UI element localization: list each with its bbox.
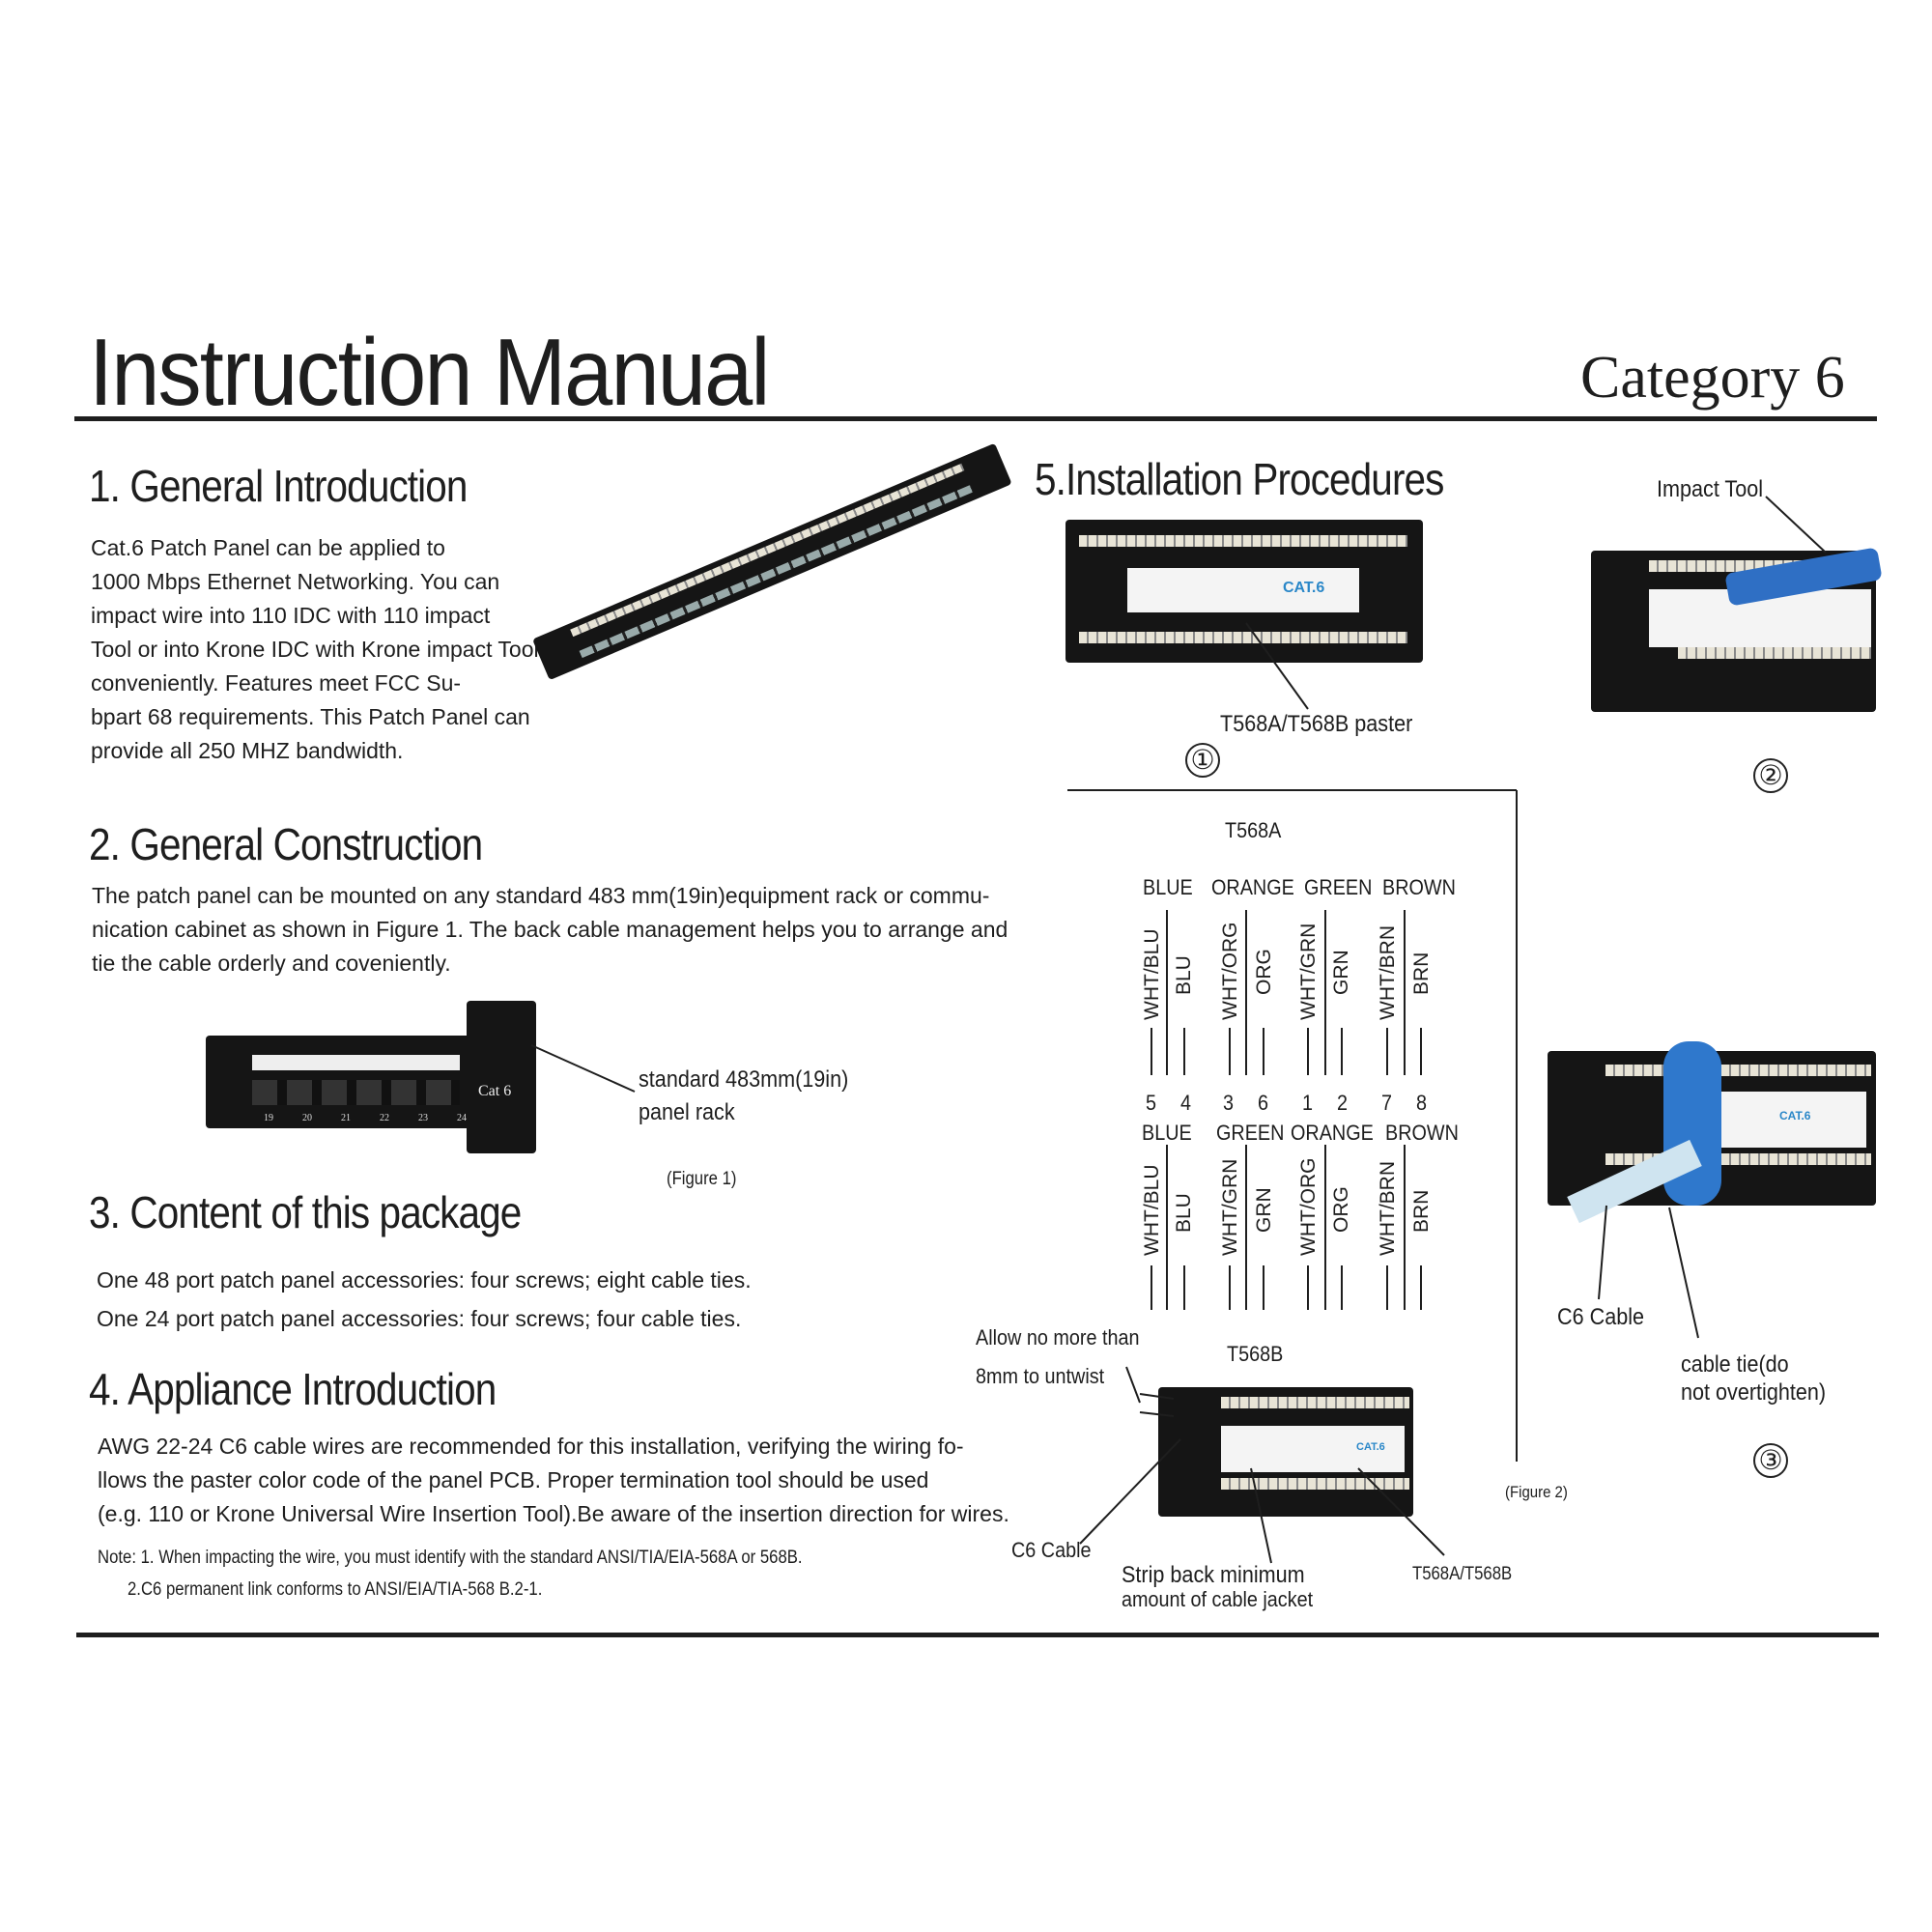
pin-number: 2 xyxy=(1337,1091,1349,1115)
section-1-heading: 1. General Introduction xyxy=(89,461,468,511)
pin-number: 4 xyxy=(1180,1091,1192,1115)
pin-number: 6 xyxy=(1258,1091,1269,1115)
step-2-impact-tool-photo xyxy=(1591,547,1883,712)
pin-number: 7 xyxy=(1381,1091,1393,1115)
pin-number: 1 xyxy=(1302,1091,1314,1115)
text-line: nication cabinet as shown in Figure 1. T… xyxy=(92,917,1009,942)
text-line: One 48 port patch panel accessories: fou… xyxy=(97,1267,752,1293)
step-3-cable-tie-photo: CAT.6 xyxy=(1548,1041,1876,1224)
section-2-text: The patch panel can be mounted on any st… xyxy=(92,879,1058,980)
step-1-number: ① xyxy=(1185,743,1220,778)
strip-label: Strip back minimum xyxy=(1122,1562,1305,1588)
cable-tie-label: not overtighten) xyxy=(1681,1379,1827,1406)
text-line: bpart 68 requirements. This Patch Panel … xyxy=(91,704,530,729)
pair-label: BLUE xyxy=(1142,1121,1192,1145)
section-2-heading: 2. General Construction xyxy=(89,819,483,869)
t568a-title: T568A xyxy=(1225,818,1282,842)
paster-label: T568A/T568B paster xyxy=(1220,711,1413,737)
c6-cable-label: C6 Cable xyxy=(1557,1304,1645,1330)
text-line: provide all 250 MHZ bandwidth. xyxy=(91,738,404,763)
note-2: 2.C6 permanent link conforms to ANSI/EIA… xyxy=(128,1579,543,1600)
cat6-label: CAT.6 xyxy=(1779,1109,1811,1122)
t568b-wires xyxy=(1151,1145,1422,1310)
page-title: Instruction Manual xyxy=(89,319,770,425)
text-line: Tool or into Krone IDC with Krone impact… xyxy=(91,637,539,662)
text-line: llows the paster color code of the panel… xyxy=(98,1467,929,1492)
pair-label: GREEN xyxy=(1304,875,1373,899)
text-line: (e.g. 110 or Krone Universal Wire Insert… xyxy=(98,1501,1009,1526)
untwist-label: 8mm to untwist xyxy=(976,1364,1105,1388)
cable-tie-label: cable tie(do xyxy=(1681,1351,1789,1378)
step-1-panel-photo: CAT.6 xyxy=(1065,520,1423,663)
pin-number: 8 xyxy=(1416,1091,1428,1115)
pair-label: BROWN xyxy=(1385,1121,1459,1145)
c6-cable-label: C6 Cable xyxy=(1011,1538,1092,1562)
section-4-text: AWG 22-24 C6 cable wires are recommended… xyxy=(98,1430,1064,1531)
pair-label: GREEN xyxy=(1216,1121,1285,1145)
t568b-title: T568B xyxy=(1227,1342,1284,1366)
figure-2-caption: (Figure 2) xyxy=(1505,1483,1568,1501)
cat6-label: CAT.6 xyxy=(1283,580,1325,596)
figure-1-label: standard 483mm(19in) xyxy=(639,1066,849,1093)
text-line: AWG 22-24 C6 cable wires are recommended… xyxy=(98,1434,964,1459)
pair-label: ORANGE xyxy=(1211,875,1294,899)
note-1: Note: 1. When impacting the wire, you mu… xyxy=(98,1548,803,1568)
section-1-text: Cat.6 Patch Panel can be applied to 1000… xyxy=(91,531,574,768)
text-line: One 24 port patch panel accessories: fou… xyxy=(97,1306,742,1331)
pair-label: BROWN xyxy=(1382,875,1456,899)
section-3-heading: 3. Content of this package xyxy=(89,1187,522,1237)
paster-label: T568A/T568B xyxy=(1412,1564,1513,1584)
impact-tool-label: Impact Tool xyxy=(1657,476,1764,502)
text-line: impact wire into 110 IDC with 110 impact xyxy=(91,603,491,628)
step-3-number: ③ xyxy=(1753,1443,1788,1478)
text-line: conveniently. Features meet FCC Su- xyxy=(91,670,462,696)
figure-1-caption: (Figure 1) xyxy=(667,1169,737,1189)
text-line: tie the cable orderly and coveniently. xyxy=(92,951,451,976)
figure-1-label: panel rack xyxy=(639,1099,735,1125)
section-4-heading: 4. Appliance Introduction xyxy=(89,1364,497,1414)
t568a-wires xyxy=(1151,910,1422,1075)
text-line: The patch panel can be mounted on any st… xyxy=(92,883,990,908)
pair-label: ORANGE xyxy=(1291,1121,1374,1145)
panel-label: Cat 6 xyxy=(478,1083,512,1099)
bottom-rule xyxy=(76,1633,1879,1637)
cat6-label: CAT.6 xyxy=(1356,1441,1385,1453)
pair-label: BLUE xyxy=(1143,875,1193,899)
t568b-panel-photo: CAT.6 xyxy=(1158,1387,1413,1517)
pin-number: 3 xyxy=(1223,1091,1235,1115)
text-line: Cat.6 Patch Panel can be applied to xyxy=(91,535,445,560)
strip-label: amount of cable jacket xyxy=(1122,1587,1314,1611)
page-subtitle: Category 6 xyxy=(1580,345,1845,411)
rack-rail: Cat 6 xyxy=(467,1001,536,1153)
section-3-text: One 48 port patch panel accessories: fou… xyxy=(97,1261,966,1338)
step-2-number: ② xyxy=(1753,758,1788,793)
section-5-heading: 5.Installation Procedures xyxy=(1035,454,1444,504)
pin-number: 5 xyxy=(1146,1091,1157,1115)
text-line: 1000 Mbps Ethernet Networking. You can xyxy=(91,569,500,594)
top-rule xyxy=(74,416,1877,421)
untwist-label: Allow no more than xyxy=(976,1325,1140,1350)
